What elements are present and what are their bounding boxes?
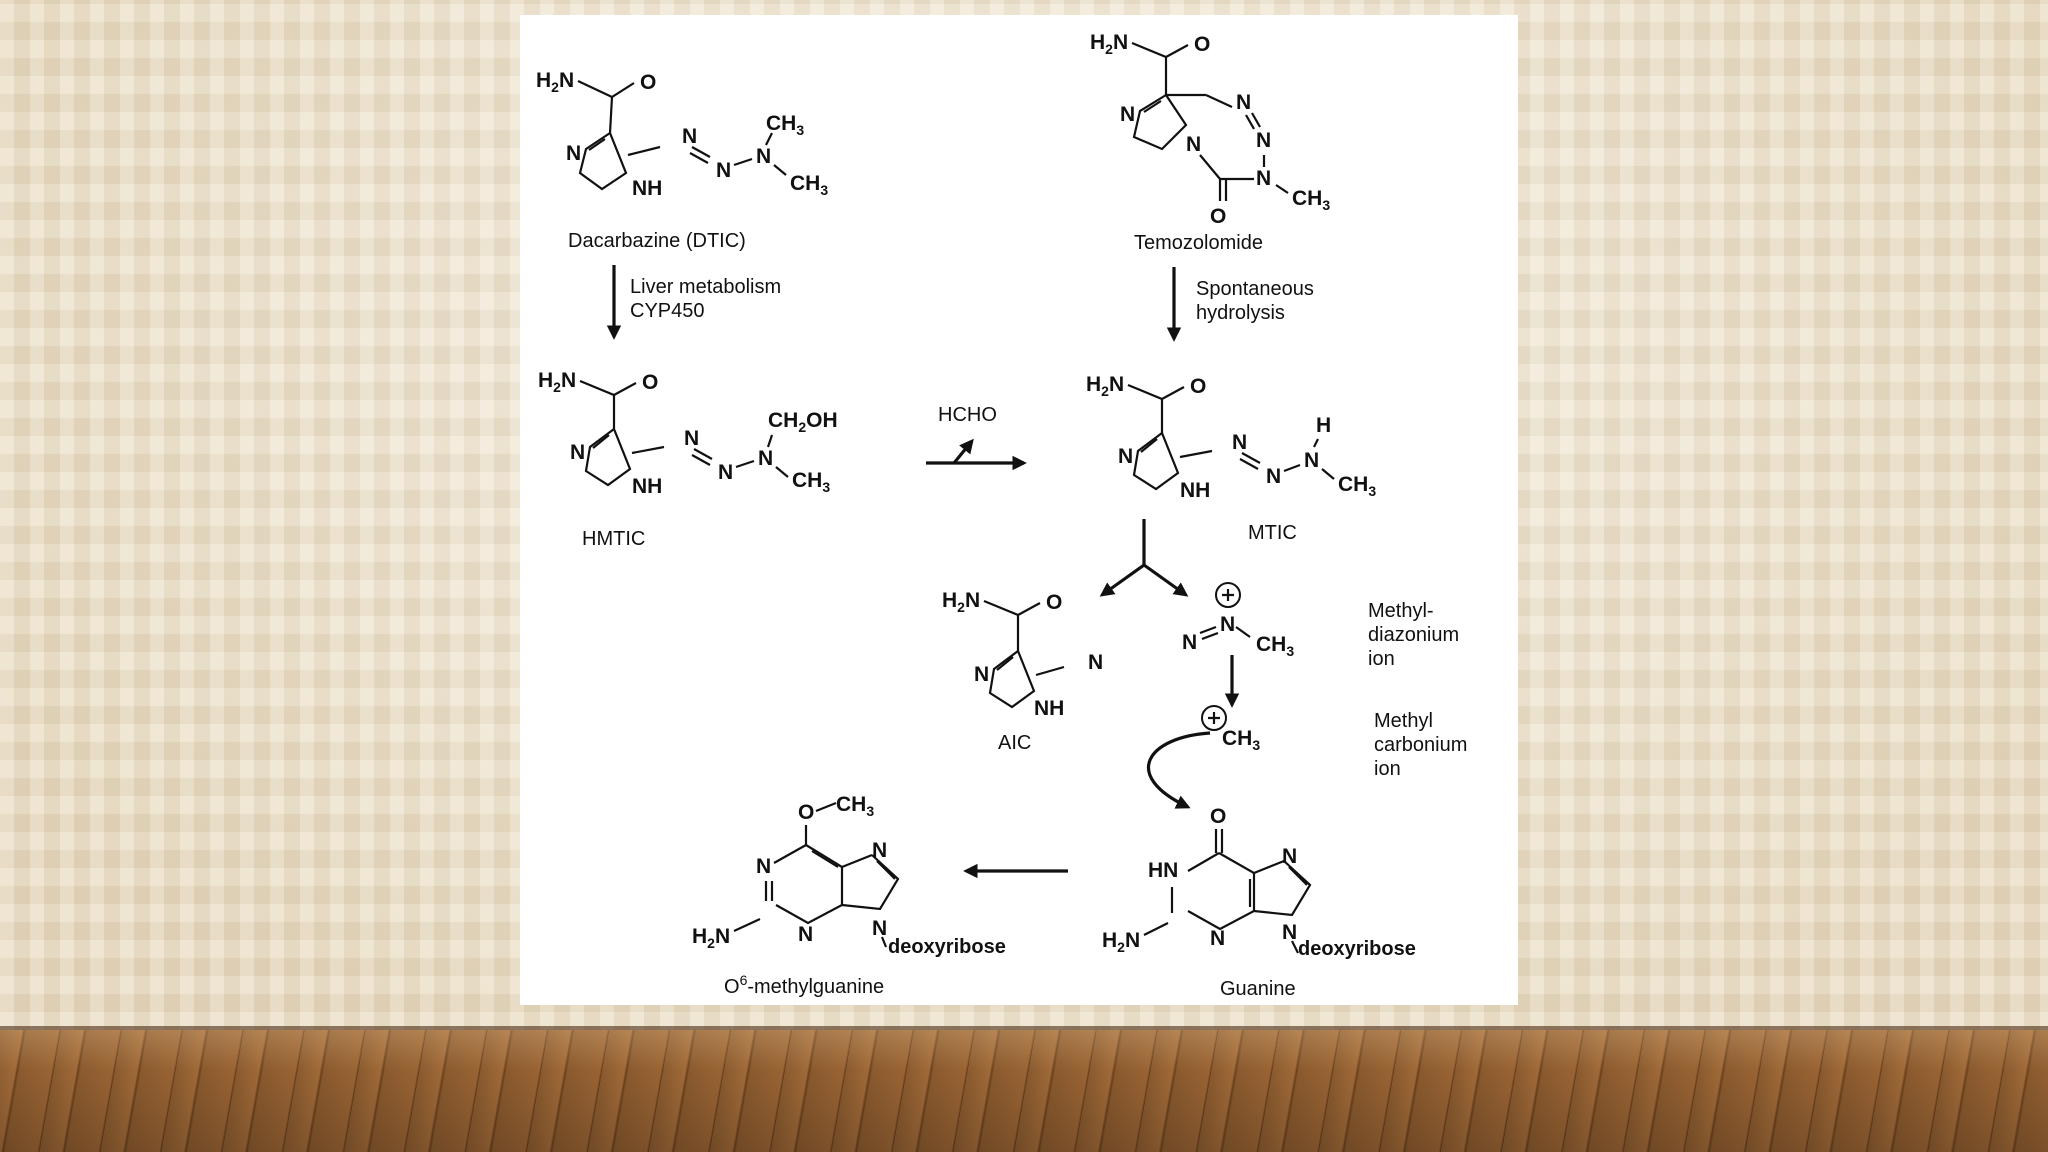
dacarbazine-name: Dacarbazine (DTIC) [568, 230, 746, 252]
guanine-structure: O HN H2N N N N deoxyribose Guanine [1102, 805, 1416, 1000]
atom-label: CH3 [1222, 727, 1260, 753]
hmtic-structure: H2N O N NH N N N CH2OH CH3 HMTIC [538, 369, 838, 550]
atom-label: CH3 [790, 172, 828, 198]
atom-label: N [1182, 631, 1197, 654]
floor-edge [0, 1026, 2048, 1032]
methylcarbonium-name-line3: ion [1374, 758, 1401, 780]
mtic-name: MTIC [1248, 522, 1297, 544]
atom-label: N [1282, 845, 1297, 868]
atom-label: N [1282, 921, 1297, 944]
split-arrow [1099, 519, 1189, 597]
atom-label: O [1190, 375, 1206, 398]
methyldiazonium-name-line1: Methyl- [1368, 600, 1434, 622]
methylcarbonium-structure: CH3 Methyl carbonium ion [1201, 705, 1467, 780]
atom-label: N [1256, 129, 1271, 152]
atom-label: N [798, 923, 813, 946]
step-label-line2: CYP450 [630, 300, 705, 322]
atom-label: O [798, 801, 814, 824]
atom-label: N [758, 447, 773, 470]
methyldiazonium-name-line2: diazonium [1368, 624, 1459, 646]
o6-methylguanine-sugar: deoxyribose [888, 936, 1006, 958]
diagram-panel: H2N O N NH N N N CH3 CH3 Dacarbazine (DT… [520, 15, 1518, 1005]
atom-label: CH3 [766, 112, 804, 138]
temozolomide-structure: H2N O N N N N N O CH3 Temozolomide [1090, 31, 1330, 254]
step-label-line1: Spontaneous [1196, 278, 1314, 300]
hmtic-name: HMTIC [582, 528, 645, 550]
atom-label: H2N [692, 925, 730, 951]
atom-label: N [1236, 91, 1251, 114]
atom-label: CH2OH [768, 409, 838, 435]
curved-arrow [1146, 731, 1211, 809]
atom-label: NH [632, 177, 662, 200]
wooden-floor [0, 1030, 2048, 1152]
atom-label: H2N [1086, 373, 1124, 399]
atom-label: O [1210, 805, 1226, 828]
atom-label: N [682, 125, 697, 148]
atom-label: NH [1180, 479, 1210, 502]
temozolomide-name: Temozolomide [1134, 232, 1263, 254]
atom-label: N [1186, 133, 1201, 156]
atom-label: NH [632, 475, 662, 498]
atom-label: O [642, 371, 658, 394]
atom-label: N [872, 839, 887, 862]
atom-label: H2N [536, 69, 574, 95]
atom-label: O [640, 71, 656, 94]
atom-label: N [716, 159, 731, 182]
atom-label: CH3 [1338, 473, 1376, 499]
atom-label: N [1210, 927, 1225, 950]
atom-label: O [1210, 205, 1226, 228]
dacarbazine-structure: H2N O N NH N N N CH3 CH3 Dacarbazine (DT… [536, 69, 828, 252]
atom-label: H2N [1090, 31, 1128, 57]
atom-label: H2N [1102, 929, 1140, 955]
atom-label: N [1220, 613, 1235, 636]
atom-label: N [756, 855, 771, 878]
aic-structure: H2N O N NH N AIC [942, 589, 1103, 754]
byproduct-label: HCHO [938, 404, 997, 426]
atom-label: N [1088, 651, 1103, 674]
atom-label: H2N [538, 369, 576, 395]
atom-label: O [1194, 33, 1210, 56]
step-label-line2: hydrolysis [1196, 302, 1285, 324]
atom-label: N [974, 663, 989, 686]
atom-label: N [872, 917, 887, 940]
atom-label: NH [1034, 697, 1064, 720]
aic-name: AIC [998, 732, 1031, 754]
atom-label: N [756, 145, 771, 168]
mtic-structure: H2N O N NH N N N H CH3 MTIC [1086, 373, 1376, 544]
atom-label: HN [1148, 859, 1178, 882]
atom-label: N [718, 461, 733, 484]
atom-label: N [1304, 449, 1319, 472]
methyldiazonium-structure: N N CH3 Methyl- diazonium ion [1182, 582, 1459, 670]
methyldiazonium-name-line3: ion [1368, 648, 1395, 670]
atom-label: N [1120, 103, 1135, 126]
atom-label: N [1118, 445, 1133, 468]
guanine-sugar: deoxyribose [1298, 938, 1416, 960]
atom-label: H2N [942, 589, 980, 615]
atom-label: N [1266, 465, 1281, 488]
methylcarbonium-name-line1: Methyl [1374, 710, 1433, 732]
methylcarbonium-name-line2: carbonium [1374, 734, 1467, 756]
atom-label: CH3 [792, 469, 830, 495]
o6-methylguanine-name: O6-methylguanine [724, 972, 884, 998]
atom-label: O [1046, 591, 1062, 614]
atom-label: N [566, 142, 581, 165]
atom-label: N [684, 427, 699, 450]
atom-label: N [1232, 431, 1247, 454]
atom-label: CH3 [836, 793, 874, 819]
atom-label: CH3 [1256, 633, 1294, 659]
atom-label: N [570, 441, 585, 464]
atom-label: H [1316, 414, 1331, 437]
o6-methylguanine-structure: CH3 O N H2N N N N deoxyribose O6-methylg… [692, 793, 1006, 998]
guanine-name: Guanine [1220, 978, 1296, 1000]
byproduct-arrow [952, 438, 974, 465]
atom-label: CH3 [1292, 187, 1330, 213]
pathway-diagram: H2N O N NH N N N CH3 CH3 Dacarbazine (DT… [536, 31, 1467, 1000]
atom-label: N [1256, 167, 1271, 190]
step-label-line1: Liver metabolism [630, 276, 781, 298]
